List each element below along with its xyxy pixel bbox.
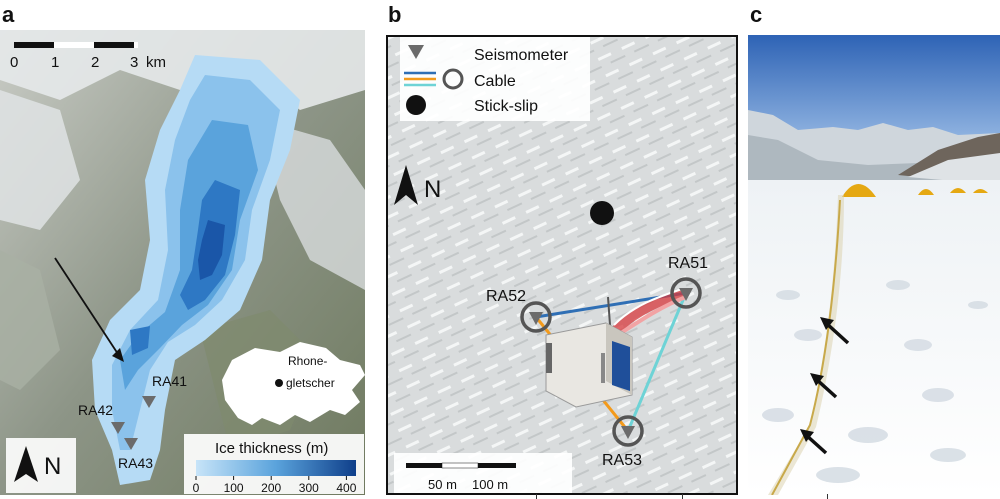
seismometer-icon bbox=[621, 426, 635, 439]
north-arrow-icon bbox=[14, 446, 38, 482]
colorbar-tick-label: 100 bbox=[224, 481, 244, 495]
field-photo-svg bbox=[748, 35, 1000, 495]
station-marker-ra43 bbox=[124, 438, 138, 450]
glacier-map-svg: 0 1 2 3 km RA41 RA42 RA43 N Rhone- glets… bbox=[0, 30, 365, 495]
tent bbox=[973, 189, 988, 193]
north-arrow-icon bbox=[394, 165, 418, 205]
axis-tick bbox=[682, 494, 683, 499]
flow-arrow-head bbox=[112, 348, 124, 362]
cable-cyan bbox=[626, 292, 688, 432]
station-label-ra51: RA51 bbox=[668, 255, 708, 272]
snow-field bbox=[0, 30, 365, 110]
stick-slip-marker bbox=[590, 201, 614, 225]
tent bbox=[842, 184, 876, 197]
panel-letter-a: a bbox=[2, 2, 15, 27]
station-label-ra43: RA43 bbox=[118, 455, 153, 471]
scale-tick-3: 3 bbox=[130, 54, 138, 71]
arrows bbox=[800, 317, 850, 455]
flow-arrow bbox=[54, 257, 119, 355]
snow-ridge bbox=[908, 153, 1000, 185]
station-ra53: RA53 bbox=[602, 415, 644, 469]
colorbar-tick-label: 0 bbox=[193, 481, 200, 495]
interrogator-lead bbox=[607, 296, 611, 326]
station-ra52: RA52 bbox=[486, 288, 552, 333]
station-ring bbox=[670, 277, 702, 309]
arrow-icon bbox=[814, 377, 838, 399]
tents bbox=[842, 184, 988, 197]
arrow-head bbox=[810, 373, 824, 386]
array-map-svg: Seismometer Cable Stick-slip N bbox=[386, 35, 738, 495]
legend-seismometer-label: Seismometer bbox=[474, 47, 569, 64]
panel-letter-c: c bbox=[750, 2, 763, 27]
glacier-ice-thick bbox=[130, 326, 150, 355]
panel-b-frame bbox=[386, 35, 738, 495]
legend-stick-slip-icon bbox=[406, 95, 426, 115]
snow-field bbox=[748, 180, 1000, 495]
fiber-bundle bbox=[612, 288, 687, 337]
station-label-ra53: RA53 bbox=[602, 452, 642, 469]
colorbar-tick-label: 400 bbox=[336, 481, 356, 495]
switzerland-outline bbox=[222, 342, 365, 425]
glacier-ice-thickest bbox=[198, 220, 225, 280]
station-label-ra41: RA41 bbox=[152, 373, 187, 389]
colorbar-tick-label: 300 bbox=[299, 481, 319, 495]
scale-bar: 50 m 100 m bbox=[394, 453, 572, 493]
scale-tick-1: 1 bbox=[51, 54, 59, 71]
colorbar-tick-label: 200 bbox=[261, 481, 281, 495]
arrow-icon bbox=[804, 433, 828, 455]
legend-cable-label: Cable bbox=[474, 73, 516, 90]
station-marker-ra41 bbox=[142, 396, 156, 408]
north-arrow: N bbox=[6, 438, 76, 493]
legend-stick-slip-label: Stick-slip bbox=[474, 98, 538, 115]
panel-c-field-photo bbox=[748, 35, 1000, 495]
colorbar-gradient bbox=[196, 460, 356, 476]
colorbar: Ice thickness (m) 0 100 200 300 400 bbox=[184, 434, 364, 495]
panel-a-glacier-map: 0 1 2 3 km RA41 RA42 RA43 N Rhone- glets… bbox=[0, 30, 365, 495]
station-label-ra52: RA52 bbox=[486, 288, 526, 305]
north-label: N bbox=[44, 453, 61, 480]
snow-field bbox=[260, 120, 365, 290]
inset-label-line1: Rhone- bbox=[288, 354, 327, 368]
scale-unit: km bbox=[146, 54, 166, 71]
axis-tick bbox=[536, 494, 537, 499]
footprints bbox=[762, 280, 988, 483]
station-ring bbox=[520, 301, 552, 333]
scale-label-50m: 50 m bbox=[428, 477, 457, 492]
scale-label-100m: 100 m bbox=[472, 477, 508, 492]
inset-label-line2: gletscher bbox=[286, 376, 335, 390]
seismometer-icon bbox=[529, 312, 543, 325]
station-ring bbox=[612, 415, 644, 447]
panel-b-seismic-array: Seismometer Cable Stick-slip N bbox=[386, 35, 738, 495]
panel-letter-b: b bbox=[388, 2, 402, 27]
tent bbox=[918, 189, 934, 195]
legend: Seismometer Cable Stick-slip bbox=[400, 37, 590, 121]
colorbar-ticks: 0 100 200 300 400 bbox=[193, 476, 357, 495]
arrow-icon bbox=[824, 321, 850, 345]
axis-tick bbox=[827, 494, 828, 499]
arrow-head bbox=[800, 429, 814, 442]
legend-ring-icon bbox=[442, 68, 464, 90]
rock-slope bbox=[0, 250, 60, 390]
scale-bar: 0 1 2 3 km bbox=[10, 42, 166, 71]
scale-tick-0: 0 bbox=[10, 54, 18, 71]
snow-field bbox=[0, 90, 80, 230]
switzerland-inset: Rhone- gletscher bbox=[222, 342, 365, 425]
legend-seismometer-icon bbox=[408, 45, 424, 59]
seismometer-icon bbox=[679, 288, 693, 301]
north-label: N bbox=[424, 176, 441, 203]
arrow-head bbox=[820, 317, 834, 330]
interrogator-unit bbox=[545, 322, 633, 408]
station-marker-ra42 bbox=[111, 422, 125, 434]
rhonegletscher-marker bbox=[275, 379, 283, 387]
station-ra51: RA51 bbox=[668, 255, 708, 309]
station-label-ra42: RA42 bbox=[78, 402, 113, 418]
colorbar-title: Ice thickness (m) bbox=[215, 440, 328, 457]
tent bbox=[950, 188, 966, 193]
scale-tick-2: 2 bbox=[91, 54, 99, 71]
